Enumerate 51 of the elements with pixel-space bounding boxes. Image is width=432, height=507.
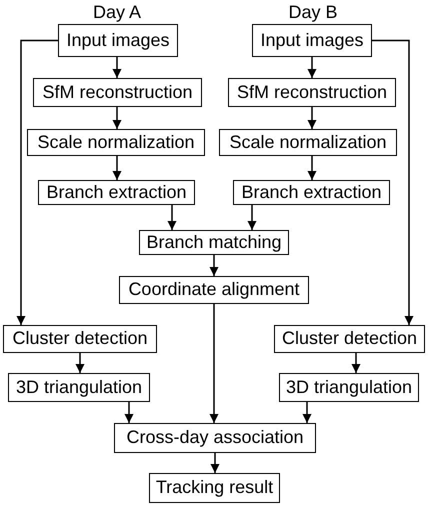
step-label: SfM reconstruction bbox=[236, 82, 388, 102]
column-heading: Day B bbox=[288, 3, 338, 23]
step-label: Branch extraction bbox=[241, 182, 382, 202]
step-label: Branch extraction bbox=[46, 182, 187, 202]
arrow bbox=[112, 156, 122, 180]
arrow bbox=[210, 304, 218, 423]
arrow bbox=[302, 402, 312, 423]
arrow bbox=[352, 353, 360, 373]
process-box bbox=[233, 180, 390, 205]
process-box bbox=[279, 373, 419, 402]
step-label: Cross-day association bbox=[126, 428, 304, 448]
step-label: Input images bbox=[66, 30, 170, 50]
step-label: Scale normalization bbox=[37, 132, 195, 152]
step-label: 3D triangulation bbox=[16, 378, 142, 398]
step-label: 3D triangulation bbox=[286, 378, 412, 398]
arrow bbox=[308, 107, 316, 129]
process-box bbox=[27, 129, 205, 156]
process-box bbox=[252, 24, 372, 57]
arrow bbox=[124, 402, 134, 423]
arrow bbox=[76, 353, 84, 373]
step-label: Cluster detection bbox=[282, 329, 418, 349]
step-label: Scale normalization bbox=[229, 132, 387, 152]
step-label: Branch matching bbox=[146, 232, 282, 252]
process-box bbox=[219, 129, 397, 156]
arrow bbox=[16, 40, 58, 325]
arrow bbox=[112, 57, 122, 78]
process-box bbox=[228, 78, 396, 107]
step-label: Coordinate alignment bbox=[128, 280, 300, 300]
arrow bbox=[248, 205, 256, 230]
step-label: Tracking result bbox=[156, 478, 274, 498]
arrow bbox=[210, 453, 220, 473]
step-label: Input images bbox=[260, 30, 364, 50]
process-box bbox=[149, 473, 280, 503]
process-box bbox=[114, 423, 316, 453]
arrow bbox=[112, 107, 122, 129]
arrow bbox=[168, 205, 176, 230]
process-box bbox=[139, 230, 289, 255]
arrow bbox=[372, 40, 414, 325]
process-box bbox=[8, 373, 150, 402]
arrow bbox=[308, 156, 316, 180]
step-label: SfM reconstruction bbox=[42, 82, 193, 102]
column-heading: Day A bbox=[92, 3, 142, 23]
process-box bbox=[3, 325, 157, 353]
step-label: Cluster detection bbox=[12, 329, 148, 349]
process-box bbox=[33, 78, 202, 107]
arrow bbox=[308, 57, 316, 78]
process-box bbox=[274, 325, 425, 353]
process-box bbox=[58, 24, 178, 57]
process-box bbox=[38, 180, 195, 205]
process-box bbox=[119, 276, 309, 304]
arrow bbox=[210, 255, 218, 276]
